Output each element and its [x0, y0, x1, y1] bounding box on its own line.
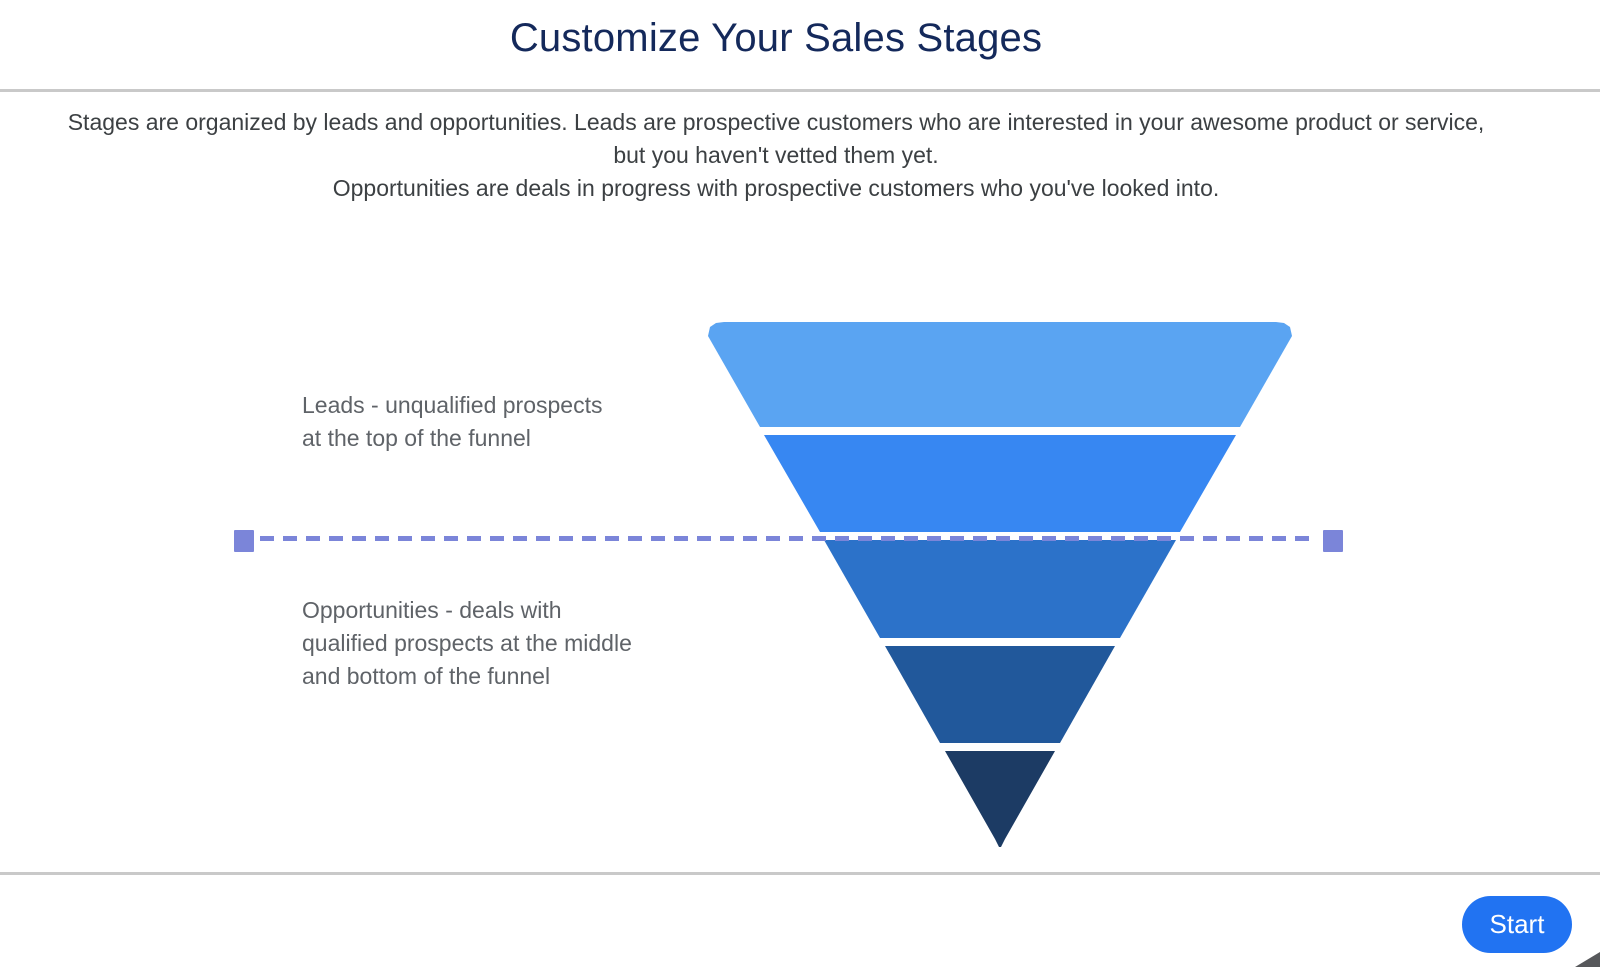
sales-funnel [700, 322, 1300, 848]
divider-left-handle[interactable] [234, 530, 254, 552]
stages-description: Stages are organized by leads and opport… [0, 106, 1552, 205]
funnel-segment-2 [764, 435, 1236, 532]
description-line: but you haven't vetted them yet. [613, 142, 939, 168]
opportunities-label-line: and bottom of the funnel [302, 663, 551, 689]
description-line: Stages are organized by leads and opport… [67, 109, 1485, 135]
header-divider [0, 89, 1600, 92]
divider-right-handle[interactable] [1323, 530, 1343, 552]
start-button[interactable]: Start [1462, 896, 1572, 953]
opportunities-label-line: qualified prospects at the middle [302, 630, 632, 656]
page-title: Customize Your Sales Stages [509, 16, 1043, 60]
corner-cursor-artifact [1575, 951, 1600, 967]
leads-label-line: at the top of the funnel [302, 425, 531, 451]
leads-label-line: Leads - unqualified prospects [302, 392, 603, 418]
leads-label: Leads - unqualified prospects at the top… [302, 389, 602, 455]
opportunities-label: Opportunities - deals with qualified pro… [302, 594, 632, 693]
funnel-segment-1 [708, 322, 1292, 427]
leads-opportunities-divider-line [260, 536, 1318, 541]
funnel-segment-4 [885, 646, 1115, 743]
footer-divider [0, 872, 1600, 875]
funnel-segment-3 [824, 540, 1176, 638]
description-line: Opportunities are deals in progress with… [332, 175, 1220, 201]
funnel-segment-5 [945, 751, 1055, 847]
opportunities-label-line: Opportunities - deals with [302, 597, 562, 623]
